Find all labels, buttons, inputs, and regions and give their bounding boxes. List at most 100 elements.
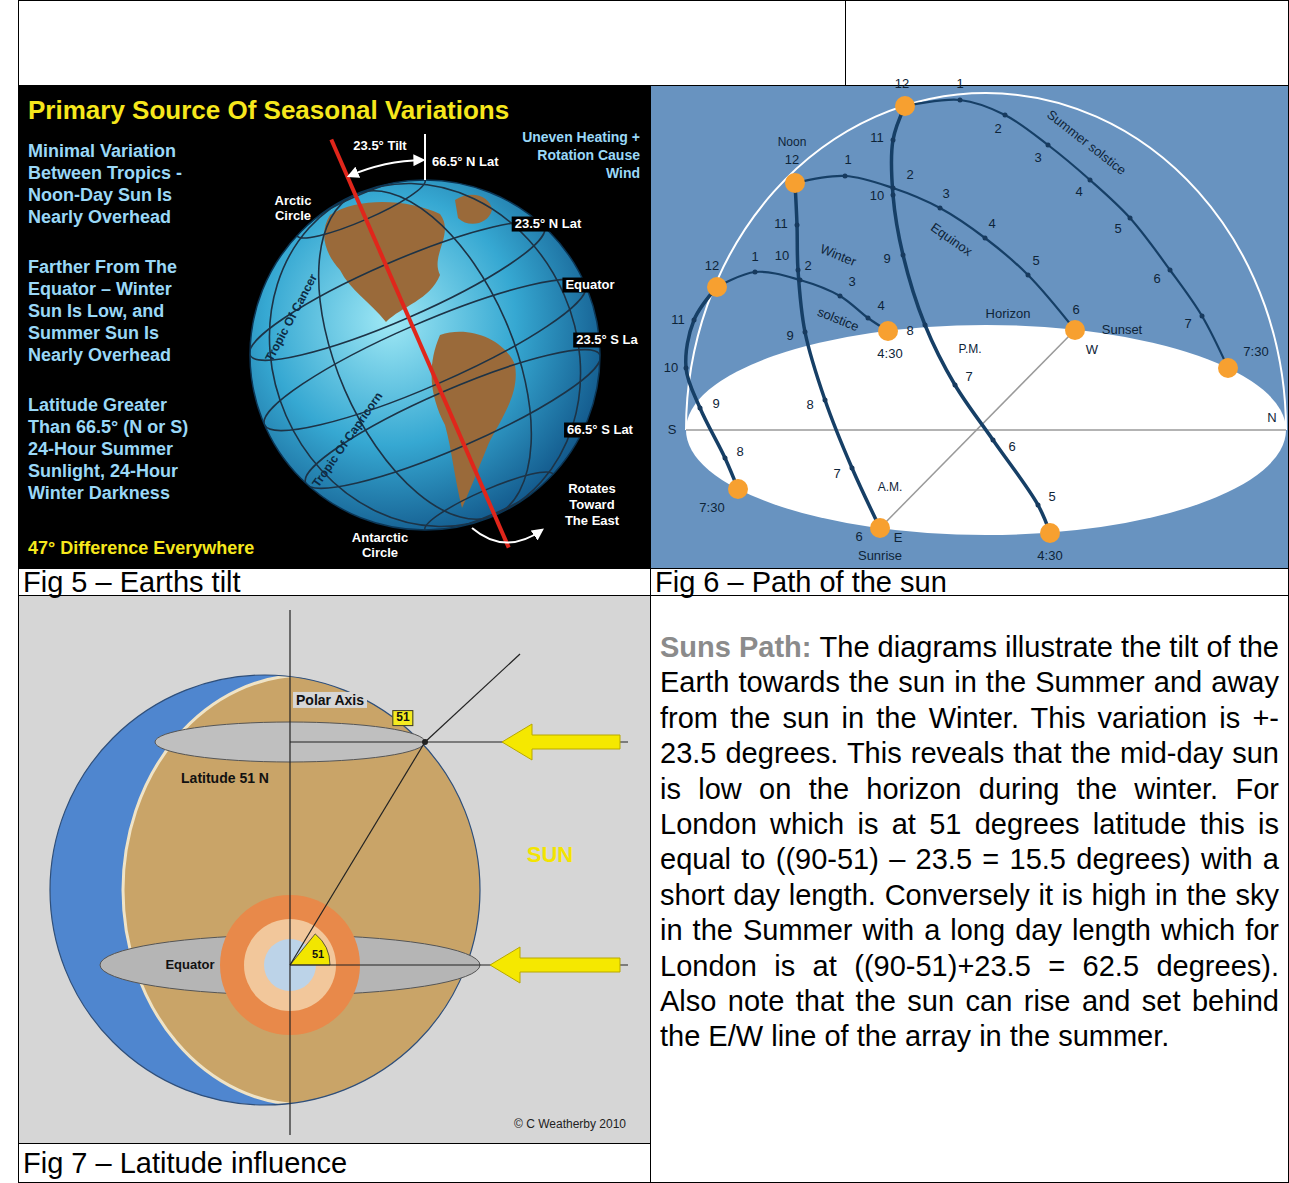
hour-label: 7:30: [1243, 345, 1268, 360]
compass-label: W: [1086, 343, 1098, 358]
sun-position: [870, 518, 890, 538]
latitude-figure: [19, 596, 650, 1143]
figure-caption: Fig 7 – Latitude influence: [23, 1150, 347, 1177]
hour-tick: [692, 318, 697, 323]
surface-point: [422, 739, 428, 745]
hour-label: 6: [855, 530, 862, 545]
compass-label: N: [1267, 411, 1276, 426]
hour-tick: [838, 294, 843, 299]
sun-paths: [684, 96, 1239, 543]
hour-label: 12: [785, 153, 799, 168]
compass-label: E: [894, 531, 903, 546]
figure-caption: Fig 5 – Earths tilt: [23, 569, 241, 596]
construction-lines-part: [289, 610, 290, 1135]
hour-label: 8: [906, 324, 913, 339]
hour-tick: [953, 383, 958, 388]
compass-label: S: [668, 423, 677, 438]
sun-ray-arrow: [502, 724, 620, 760]
hour-label: 8: [736, 445, 743, 460]
sun-path: [717, 272, 888, 331]
sun-path: [686, 287, 738, 489]
hour-label: 7:30: [699, 501, 724, 516]
hour-tick: [1026, 273, 1031, 278]
hour-label: 5: [1032, 254, 1039, 269]
circle-label: Antarctic Circle: [345, 530, 415, 560]
sun-path: [795, 183, 880, 528]
sun-position: [1065, 320, 1085, 340]
rotation-label: Rotates Toward The East: [557, 481, 627, 529]
sun-path: [891, 106, 1050, 533]
hour-label: 7: [1184, 317, 1191, 332]
figure-caption: Fig 6 – Path of the sun: [655, 569, 947, 596]
angle-label: 51: [312, 948, 324, 961]
tilt-angle-arc: [349, 160, 423, 176]
hour-label: 5: [1114, 222, 1121, 237]
hour-tick: [684, 366, 689, 371]
hour-tick: [1200, 314, 1205, 319]
note-text: 47° Difference Everywhere: [28, 538, 254, 559]
hour-label: 6: [1153, 272, 1160, 287]
hour-tick: [753, 270, 758, 275]
hour-label: 9: [712, 397, 719, 412]
caption-cell: Fig 5 – Earths tilt: [19, 569, 650, 595]
hour-tick: [891, 186, 896, 191]
table-grid-part: [650, 86, 651, 1183]
hour-tick: [923, 323, 928, 328]
horizon-label: Horizon: [986, 307, 1031, 322]
figure-ground: [651, 86, 1288, 568]
hour-label: 4: [988, 217, 995, 232]
paragraph-heading: Suns Path:: [660, 631, 811, 663]
noon-label: Noon: [778, 136, 807, 150]
sun-position: [785, 173, 805, 193]
circle-label: Arctic Circle: [263, 193, 323, 223]
hour-label: 3: [848, 275, 855, 290]
hour-label: 11: [671, 313, 685, 328]
table-grid: [18, 0, 1289, 1183]
sun-path: [795, 176, 1075, 330]
axis-label: Polar Axis: [293, 692, 367, 708]
hour-tick: [803, 330, 808, 335]
hour-label: 8: [806, 398, 813, 413]
hour-tick: [1046, 143, 1051, 148]
text-cell: Suns Path:The diagrams illustrate the ti…: [651, 596, 1288, 1182]
globe-grid: [195, 125, 650, 568]
hour-label: 3: [1034, 151, 1041, 166]
hour-label: 4:30: [1037, 549, 1062, 564]
hour-tick: [938, 206, 943, 211]
hour-tick: [1168, 268, 1173, 273]
east-west-line: [880, 330, 1075, 528]
rotation-arrow: [472, 528, 542, 543]
plane-label: Latitude 51 N: [181, 770, 269, 786]
hour-label: 11: [774, 217, 788, 232]
table-grid-part: [18, 0, 19, 1183]
sun-ray-arrow: [490, 947, 620, 983]
time-label: A.M.: [878, 481, 903, 495]
sun-path: [905, 100, 1228, 368]
hour-label: 9: [786, 329, 793, 344]
note-text: Minimal Variation Between Tropics - Noon…: [28, 140, 206, 228]
hour-label: 10: [664, 361, 678, 376]
angle-wedge: [290, 934, 330, 965]
table-grid-part: [18, 0, 1289, 1]
hour-label: 2: [994, 122, 1001, 137]
note-text: Latitude Greater Than 66.5° (N or S) 24-…: [28, 394, 206, 504]
paragraph-body: The diagrams illustrate the tilt of the …: [660, 631, 1279, 1052]
note-text: Uneven Heating + Rotation Cause Wind: [515, 128, 640, 182]
copyright-notice: © C Weatherby 2010: [514, 1118, 626, 1132]
sun-position: [878, 321, 898, 341]
latitude-label: 66.5° N Lat: [432, 155, 499, 170]
point-label: Sunrise: [858, 549, 902, 564]
construction-lines-part: [290, 742, 425, 965]
hour-label: 5: [1048, 490, 1055, 505]
time-label: P.M.: [958, 343, 981, 357]
cutaway-part: [123, 675, 487, 1105]
cutaway: [123, 675, 487, 1105]
hour-tick: [891, 138, 896, 143]
sun-position: [707, 277, 727, 297]
tilt-axis: [331, 139, 508, 547]
caption-cell: Fig 6 – Path of the sun: [651, 569, 1288, 595]
hour-tick: [843, 174, 848, 179]
hour-label: 4:30: [877, 347, 902, 362]
hour-label: 1: [751, 250, 758, 265]
hour-tick: [991, 438, 996, 443]
